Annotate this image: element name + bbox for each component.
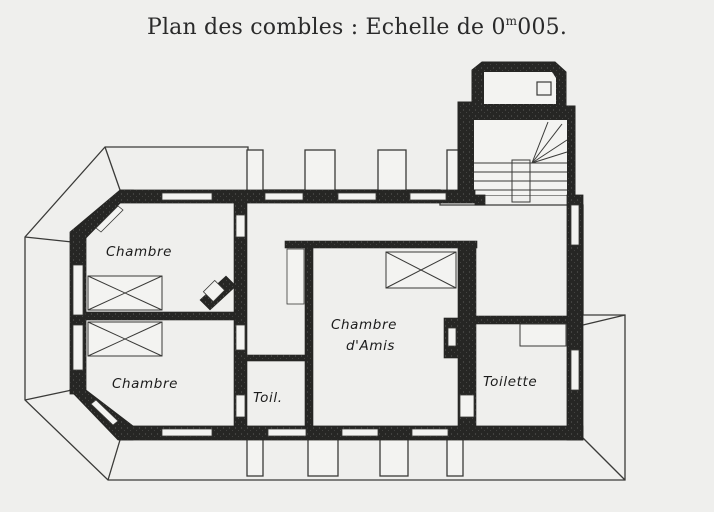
toilette-fixture [519,323,567,347]
label-toilette: Toilette [483,374,537,390]
staircase [474,121,568,203]
stair-tower [457,61,576,203]
label-chambre-top: Chambre [106,244,172,260]
interior-walls [85,202,569,429]
label-toil: Toil. [253,390,283,406]
label-chambre-amis-line2: d'Amis [346,338,395,354]
cupboard-chambre-amis [385,251,457,289]
cupboards [87,251,567,357]
window-openings [72,192,580,437]
room-labels: Chambre Chambre Chambre d'Amis Toilette … [106,244,537,406]
plan-title: Plan des combles : Echelle de 0m005. [0,14,714,40]
cupboard-bottom-chambre [87,321,163,357]
title-suffix: 005. [517,15,568,40]
tower-chimney [536,81,552,96]
title-unit-superscript: m [505,14,518,28]
label-chambre-bottom: Chambre [112,376,178,392]
door-gaps [202,214,475,418]
cupboard-top-chambre [87,275,163,311]
dormers [246,149,464,477]
title-prefix: Plan des combles : Echelle de 0 [146,15,506,40]
label-chambre-amis-line1: Chambre [331,317,397,333]
